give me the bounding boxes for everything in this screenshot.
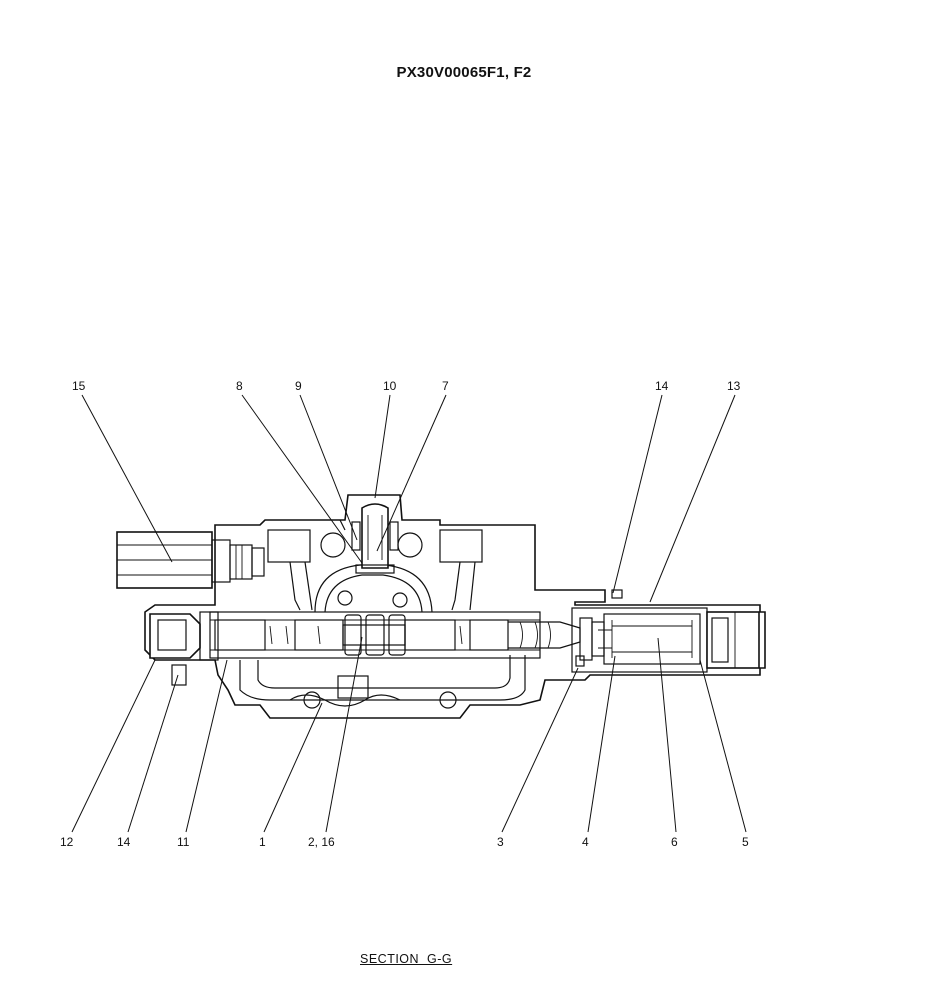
callout-6: 6 bbox=[671, 835, 678, 849]
left-plug-assembly bbox=[116, 531, 265, 589]
callout-5: 5 bbox=[742, 835, 749, 849]
spool-bore bbox=[209, 611, 581, 659]
callout-11: 11 bbox=[177, 835, 190, 849]
callout-numbers: 15 8 9 10 7 14 13 12 14 11 1 2, 16 3 4 6… bbox=[60, 379, 749, 849]
valve-body bbox=[144, 494, 766, 719]
callout-10: 10 bbox=[383, 379, 397, 393]
drawing-title: PX30V00065F1, F2 bbox=[396, 64, 532, 81]
callout-13: 13 bbox=[727, 379, 741, 393]
left-end-fitting bbox=[149, 611, 219, 686]
check-valve bbox=[351, 503, 399, 574]
callout-4: 4 bbox=[582, 835, 589, 849]
spring-cap-assembly bbox=[571, 589, 760, 673]
callout-15: 15 bbox=[72, 379, 86, 393]
callout-1: 1 bbox=[259, 835, 266, 849]
callout-2-16: 2, 16 bbox=[308, 835, 335, 849]
callout-14-bottom: 14 bbox=[117, 835, 131, 849]
callout-8: 8 bbox=[236, 379, 243, 393]
section-label: SECTION G-G bbox=[360, 952, 453, 966]
leader-lines bbox=[71, 394, 747, 833]
callout-7: 7 bbox=[442, 379, 449, 393]
callout-9: 9 bbox=[295, 379, 302, 393]
callout-3: 3 bbox=[497, 835, 504, 849]
callout-12: 12 bbox=[60, 835, 74, 849]
callout-14-top: 14 bbox=[655, 379, 669, 393]
